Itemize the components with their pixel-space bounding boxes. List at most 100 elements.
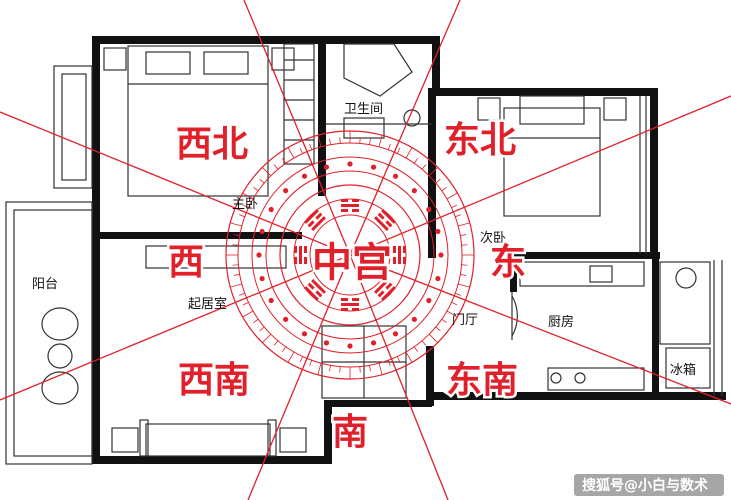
compass-marker — [435, 228, 441, 235]
compass-tick — [309, 143, 313, 150]
watermark-badge: 搜狐号@小白与数术 — [574, 474, 724, 496]
compass-tick — [259, 326, 265, 332]
trigram-symbol — [374, 279, 396, 301]
room-label-hallway: 门厅 — [452, 313, 478, 328]
compass-tick — [460, 274, 467, 276]
compass-tick — [441, 318, 447, 324]
compass-tick — [387, 360, 391, 367]
floor-plan-details — [5, 43, 723, 465]
compass-tick — [446, 310, 458, 318]
compass-tick — [435, 326, 441, 332]
room-label-second-bedroom: 次卧 — [480, 230, 506, 246]
compass-tick — [405, 147, 413, 159]
compass-tick — [232, 244, 239, 246]
compass-marker — [259, 275, 265, 282]
compass-marker — [323, 340, 330, 346]
compass-tick — [230, 222, 242, 227]
compass-tick — [421, 340, 427, 346]
compass-marker — [392, 173, 399, 179]
compass-marker — [256, 252, 262, 258]
compass-marker — [301, 331, 308, 337]
compass-tick — [446, 192, 458, 200]
direction-northwest: 西北 — [176, 124, 248, 165]
direction-south: 南 — [332, 412, 368, 453]
compass-tick — [242, 310, 254, 318]
trigram-symbol — [304, 209, 326, 231]
compass-tick — [317, 363, 322, 375]
trigram-symbol — [341, 298, 359, 311]
room-label-balcony: 阳台 — [32, 277, 58, 292]
direction-labels: 西北 东北 西 中宫 东 西南 南 东南 — [166, 118, 529, 456]
compass-marker — [411, 316, 417, 322]
compass-marker — [411, 188, 417, 194]
compass-tick — [339, 366, 341, 373]
room-label-bathroom: 卫生间 — [344, 102, 383, 117]
compass-marker — [301, 173, 308, 179]
compass-tick — [413, 158, 419, 164]
compass-tick — [329, 138, 331, 145]
compass-tick — [458, 222, 470, 227]
compass-marker — [283, 316, 289, 322]
compass-tick — [441, 186, 447, 192]
compass-tick — [359, 366, 361, 373]
compass-tick — [242, 301, 249, 306]
compass-tick — [329, 365, 331, 372]
compass-tick — [451, 301, 458, 306]
compass-tick — [396, 147, 401, 154]
compass-tick — [460, 234, 467, 236]
compass-marker — [283, 188, 289, 194]
compass-tick — [428, 333, 438, 343]
compass-tick — [317, 135, 322, 147]
compass-tick — [259, 178, 265, 184]
compass-tick — [230, 283, 242, 288]
compass-tick — [242, 204, 249, 209]
compass-tick — [378, 135, 383, 147]
trigram-symbol — [294, 246, 307, 264]
direction-east: 东 — [490, 242, 526, 283]
compass-tick — [339, 137, 341, 144]
compass-tick — [458, 283, 470, 288]
compass-tick — [287, 147, 295, 159]
compass-tick — [387, 143, 391, 150]
room-label-kitchen: 厨房 — [548, 314, 574, 330]
compass-marker — [392, 331, 399, 337]
compass-marker — [438, 252, 444, 258]
compass-tick — [273, 164, 279, 170]
direction-center: 中宫 — [312, 240, 392, 286]
trigram-symbol — [374, 209, 396, 231]
compass-tick — [233, 274, 240, 276]
compass-tick — [262, 333, 272, 343]
compass-tick — [451, 204, 458, 209]
compass-tick — [238, 214, 245, 218]
compass-marker — [426, 206, 432, 213]
compass-tick — [232, 264, 239, 266]
compass-tick — [287, 351, 295, 363]
direction-southwest: 西南 — [178, 360, 250, 401]
compass-tick — [461, 244, 468, 246]
trigram-symbol — [304, 279, 326, 301]
compass-tick — [455, 214, 462, 218]
compass-tick — [262, 167, 272, 177]
compass-tick — [299, 356, 304, 363]
trigram-symbol — [393, 246, 406, 264]
room-labels: 卫生间 主卧 次卧 阳台 起居室 厨房 门厅 冰箱 — [32, 102, 696, 378]
compass-tick — [428, 167, 438, 177]
compass-tick — [435, 178, 441, 184]
compass-marker — [370, 164, 377, 170]
compass-marker — [347, 161, 353, 167]
compass-tick — [378, 363, 383, 375]
compass-marker — [426, 297, 432, 304]
compass-tick — [273, 340, 279, 346]
compass-tick — [455, 292, 462, 296]
compass-marker — [323, 164, 330, 170]
compass-tick — [413, 346, 419, 352]
room-label-living-room: 起居室 — [188, 296, 227, 312]
compass-marker — [259, 228, 265, 235]
compass-marker — [268, 206, 274, 213]
direction-southeast: 东南 — [446, 360, 518, 401]
compass-tick — [253, 186, 259, 192]
compass-marker — [347, 343, 353, 349]
compass-tick — [461, 264, 468, 266]
